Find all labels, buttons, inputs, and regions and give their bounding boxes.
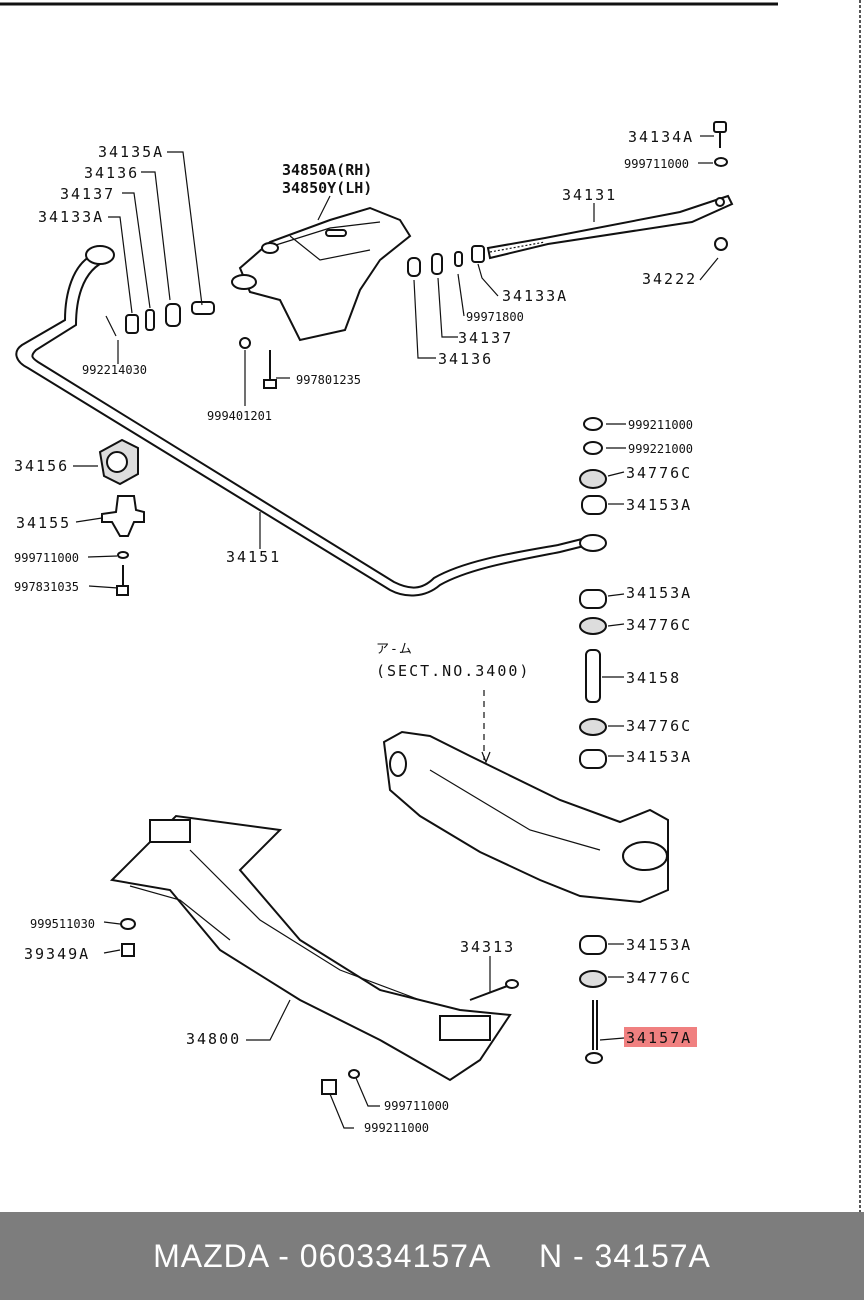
label-34151: 34151: [226, 548, 281, 566]
label-sect: (SECT.NO.3400): [376, 662, 530, 680]
label-34131: 34131: [562, 186, 617, 204]
label-34136-b: 34136: [438, 350, 493, 368]
crossmember-fasteners: [120, 918, 519, 1095]
label-999711000-b: 999711000: [14, 551, 79, 565]
parts-diagram: 34135A 34136 34137 34133A 34850A(RH) 348…: [0, 0, 861, 1212]
lower-arm: [382, 730, 669, 904]
label-34776C-b: 34776C: [626, 616, 692, 634]
bar-bushing: [98, 438, 139, 486]
label-34313: 34313: [460, 938, 515, 956]
label-999211000-b: 999211000: [364, 1121, 429, 1135]
label-34133A-b: 34133A: [502, 287, 568, 305]
label-34776C-a: 34776C: [626, 464, 692, 482]
tension-rod: [486, 194, 734, 260]
label-992214030: 992214030: [82, 363, 147, 377]
label-34136-a: 34136: [84, 164, 139, 182]
stabilizer-bar: [15, 245, 607, 597]
footer-bar: MAZDA - 060334157A N - 34157A: [0, 1212, 864, 1300]
label-999711000-a: 999711000: [624, 157, 689, 171]
bar-clamp: [101, 495, 145, 537]
top-right-bolt: [713, 121, 728, 251]
label-34800: 34800: [186, 1030, 241, 1048]
crossmember: [109, 814, 512, 1082]
clamp-bolt: [116, 551, 129, 596]
footer-part-number: MAZDA - 060334157A N - 34157A: [153, 1237, 711, 1274]
label-999511030: 999511030: [30, 917, 95, 931]
labels: 34135A 34136 34137 34133A 34850A(RH) 348…: [14, 128, 697, 1135]
label-999711000-c: 999711000: [384, 1099, 449, 1113]
label-34135A: 34135A: [98, 143, 164, 161]
label-arm: ア-ム: [376, 642, 413, 657]
label-34155: 34155: [16, 514, 71, 532]
label-34222: 34222: [642, 270, 697, 288]
label-997801235: 997801235: [296, 373, 361, 387]
bar-end-hardware: [105, 301, 215, 337]
label-997831035: 997831035: [14, 580, 79, 594]
label-34156: 34156: [14, 457, 69, 475]
label-34134A: 34134A: [628, 128, 694, 146]
leader-lines: [73, 135, 719, 1129]
label-34153A-b: 34153A: [626, 584, 692, 602]
bracket-bolts: [239, 337, 277, 389]
label-34850A: 34850A(RH): [282, 161, 372, 179]
label-34153A-a: 34153A: [626, 496, 692, 514]
label-999401201: 999401201: [207, 409, 272, 423]
stabilizer-bracket: [231, 206, 412, 342]
label-34157A: 34157A: [626, 1029, 692, 1047]
label-99971800: 99971800: [466, 310, 524, 324]
rod-bushings: [407, 245, 485, 277]
highlight-box: [624, 1027, 697, 1047]
label-34137-a: 34137: [60, 185, 115, 203]
label-39349A: 39349A: [24, 945, 90, 963]
label-34133A-a: 34133A: [38, 208, 104, 226]
label-34137-b: 34137: [458, 329, 513, 347]
label-34153A-d: 34153A: [626, 936, 692, 954]
label-999221000: 999221000: [628, 442, 693, 456]
label-999211000-a: 999211000: [628, 418, 693, 432]
label-34776C-d: 34776C: [626, 969, 692, 987]
label-34850Y: 34850Y(LH): [282, 179, 372, 197]
label-34153A-c: 34153A: [626, 748, 692, 766]
label-34158: 34158: [626, 669, 681, 687]
right-stack: [579, 417, 607, 1064]
label-34776C-c: 34776C: [626, 717, 692, 735]
